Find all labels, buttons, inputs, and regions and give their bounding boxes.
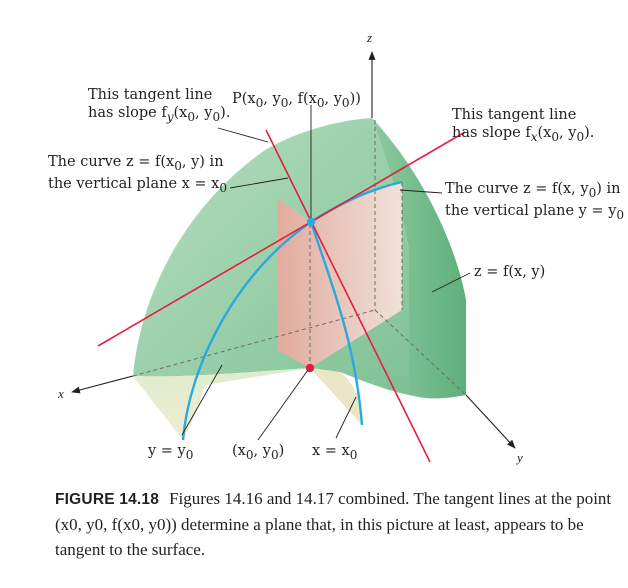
label-tangent-fx: This tangent line has slope fx(x0, y0). — [452, 107, 595, 144]
x-axis-label: x — [58, 386, 64, 401]
plane-y0 — [277, 182, 402, 368]
tangent-line-fx — [97, 131, 466, 347]
label-x-eq-x0: x = x0 — [312, 443, 358, 462]
z-axis-label: z — [367, 30, 373, 45]
x-axis — [71, 375, 134, 394]
label-curve-x0: The curve z = f(x0, y) in the vertical p… — [48, 154, 228, 195]
label-point-P: P(x0, y0, f(x0, y0)) — [232, 91, 361, 110]
curve-x0 — [181, 221, 312, 441]
label-curve-y0: The curve z = f(x, y0) in the vertical p… — [445, 181, 625, 222]
surface-diagram — [71, 51, 516, 463]
caption-text: Figures 14.16 and 14.17 combined. The ta… — [55, 489, 612, 559]
y-axis-label: y — [517, 450, 523, 465]
label-base-point: (x0, y0) — [232, 443, 285, 462]
figure-label: FIGURE 14.18 — [55, 491, 160, 508]
tangent-line-fy — [265, 129, 431, 463]
label-y-eq-y0: y = y0 — [148, 443, 194, 462]
y-axis — [465, 394, 516, 449]
point-P — [306, 217, 316, 227]
front-face-left — [133, 368, 310, 440]
label-surface: z = f(x, y) — [474, 264, 546, 280]
curve-lower — [309, 221, 364, 426]
label-tangent-fy: This tangent line has slope fy(x0, y0). — [88, 87, 231, 124]
